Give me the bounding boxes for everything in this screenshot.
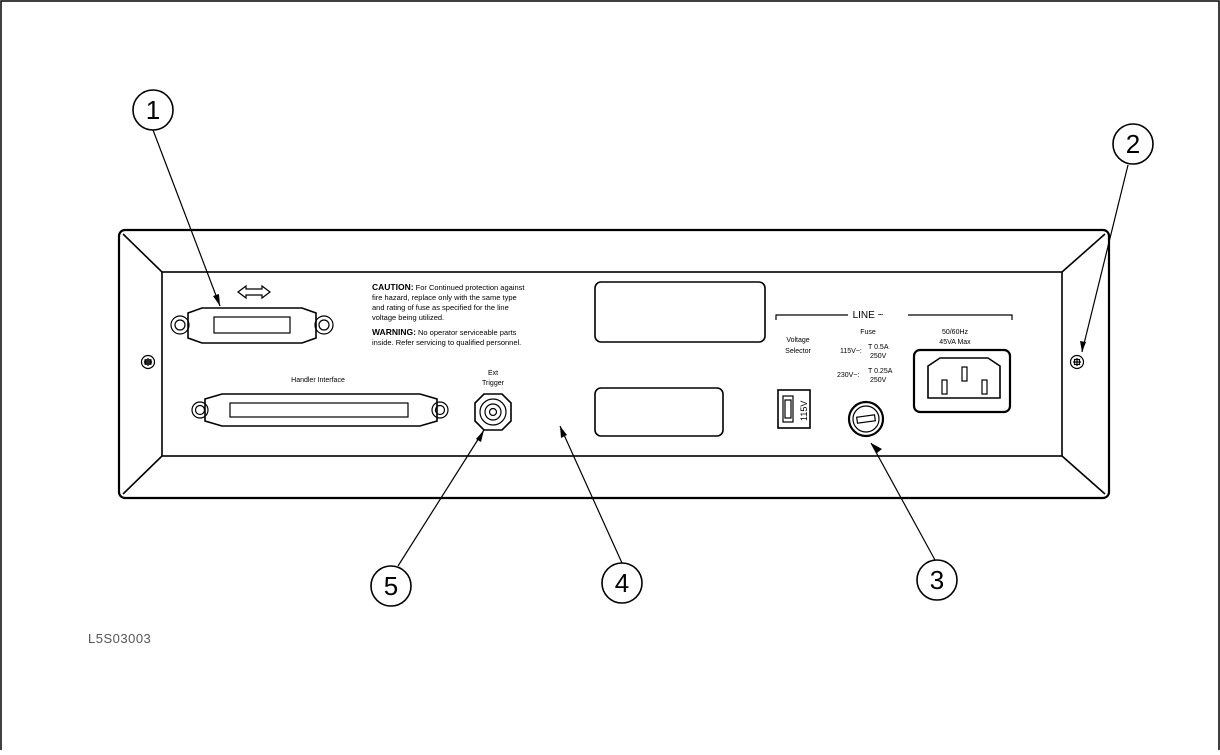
figure-id: L5S03003 (88, 631, 151, 646)
callout-1-arrowhead (213, 294, 220, 306)
callout-1-leader (152, 129, 221, 307)
bevel-bottom-right (1061, 455, 1106, 495)
line-label: LINE ~ (853, 310, 884, 321)
voltage-selector-switch: 115V (777, 389, 811, 429)
fuse-115-rating-line1: T 0.5A (868, 344, 889, 351)
callout-2-leader (1081, 164, 1129, 353)
caution-line-2: fire hazard, replace only with the same … (372, 293, 517, 302)
caution-line-4: voltage being utilized. (372, 313, 444, 322)
caution-line-3: and rating of fuse as specified for the … (372, 303, 509, 312)
callout-1: 1 (132, 89, 174, 131)
caution-heading: CAUTION: (372, 282, 414, 292)
ext-trigger-bnc-connector (474, 393, 512, 431)
panel-inner-face (161, 271, 1063, 457)
panel-outer-edge (117, 228, 1111, 500)
callout-5-arrowhead (476, 430, 484, 442)
fuse-label: Fuse (860, 329, 876, 336)
left-screw (140, 354, 156, 370)
bevel-bottom-left (122, 455, 163, 495)
callout-3-arrowhead (871, 443, 882, 453)
warning-heading: WARNING: (372, 327, 416, 337)
callout-4-number: 4 (615, 568, 629, 598)
ext-trigger-label-line1: Ext (488, 370, 498, 377)
callout-5-number: 5 (384, 571, 398, 601)
voltage-selector-label-line2: Selector (785, 348, 811, 355)
svg-text:WARNING: No operator servicea: WARNING: No operator serviceable parts (372, 327, 517, 337)
caution-line-1: For Continued protection against (416, 283, 526, 292)
handler-interface-connector (191, 393, 449, 427)
handler-interface-label: Handler Interface (291, 377, 345, 384)
fuse-230-label: 230V~: (837, 372, 859, 379)
callout-2: 2 (1112, 123, 1154, 165)
callout-3-number: 3 (930, 565, 944, 595)
fuse-230-rating-line1: T 0.25A (868, 368, 893, 375)
callout-5-leader (397, 429, 485, 567)
bidirectional-arrow-icon (237, 284, 271, 300)
fuse-115-rating-line2: 250V (870, 353, 887, 360)
fuse-230-rating-line2: 250V (870, 377, 887, 384)
caution-warning-text: CAUTION: For Continued protection agains… (372, 282, 525, 347)
ext-trigger-label-line2: Trigger (482, 380, 505, 387)
callout-3-leader (870, 442, 936, 561)
label-plate-lower (594, 387, 724, 437)
power-inlet (912, 348, 1012, 414)
label-plate-upper (594, 281, 766, 343)
fuse-holder (847, 400, 885, 438)
warning-line-2: inside. Refer servicing to qualified per… (372, 338, 521, 347)
voltage-selector-value: 115V (799, 401, 809, 421)
right-screw (1069, 354, 1085, 370)
bevel-top-right (1061, 233, 1106, 273)
callout-4-leader (559, 425, 623, 564)
callout-3: 3 (916, 559, 958, 601)
voltage-selector-label-line1: Voltage (786, 337, 809, 344)
line-bracket (775, 314, 1013, 320)
svg-text:CAUTION: For Continued protect: CAUTION: For Continued protection agains… (372, 282, 525, 292)
gpib-connector (170, 307, 334, 344)
rear-panel: Handler Interface CAUTION: For Continued… (117, 228, 1111, 500)
callout-4-arrowhead (560, 426, 567, 438)
callout-2-arrowhead (1080, 341, 1086, 352)
power-rating-line2: 45VA Max (939, 339, 971, 346)
bevel-top-left (122, 233, 163, 273)
callout-1-number: 1 (146, 95, 160, 125)
fuse-115-label: 115V~: (840, 348, 862, 355)
callout-5: 5 (370, 565, 412, 607)
power-rating-line1: 50/60Hz (942, 329, 969, 336)
callout-4: 4 (601, 562, 643, 604)
warning-line-1: No operator serviceable parts (418, 328, 517, 337)
callout-2-number: 2 (1126, 129, 1140, 159)
